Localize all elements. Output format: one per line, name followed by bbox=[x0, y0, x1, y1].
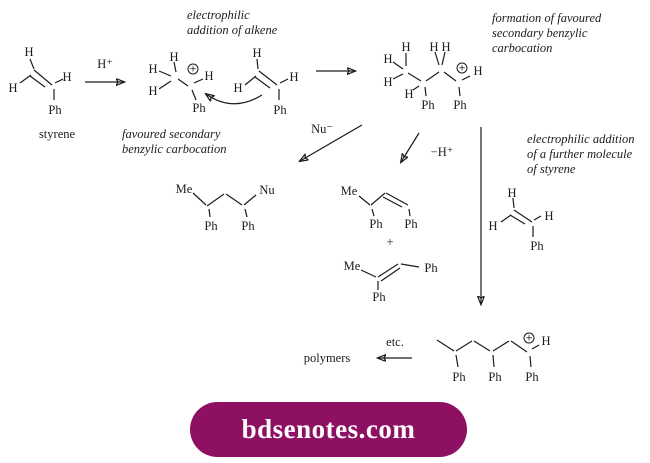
styrene-3-bonds bbox=[500, 197, 542, 237]
annotation-further-styrene: electrophilic addition of a further mole… bbox=[527, 132, 635, 177]
atom-label-h: H bbox=[488, 219, 498, 233]
atom-label-ph: Ph bbox=[453, 98, 467, 112]
atom-label-h: H bbox=[289, 70, 299, 84]
annotation-line: benzylic carbocation bbox=[122, 142, 227, 156]
atom-label-h: H bbox=[169, 50, 179, 64]
plus-charge-icon: + bbox=[187, 63, 199, 75]
atom-label-ph: Ph bbox=[530, 239, 544, 253]
annotation-line: carbocation bbox=[492, 41, 553, 55]
atom-label-ph: Ph bbox=[241, 219, 255, 233]
atom-label-ph: Ph bbox=[372, 290, 386, 304]
atom-label-h: H bbox=[8, 81, 18, 95]
atom-label-me: Me bbox=[343, 259, 361, 273]
atom-label-ph: Ph bbox=[452, 370, 466, 384]
annotation-line: secondary benzylic bbox=[492, 26, 588, 40]
h-plus-reagent: H⁺ bbox=[97, 57, 113, 71]
product-trans-alkene-bonds bbox=[360, 263, 420, 290]
plus-sign: + bbox=[386, 235, 394, 249]
atom-label-ph: Ph bbox=[192, 101, 206, 115]
atom-label-h: H bbox=[233, 81, 243, 95]
atom-label-h: H bbox=[507, 186, 517, 200]
nu-minus-reagent: Nu⁻ bbox=[311, 122, 333, 136]
annotation-line: of styrene bbox=[527, 162, 576, 176]
atom-label-me: Me bbox=[340, 184, 358, 198]
atom-label-h: H bbox=[441, 40, 451, 54]
annotation-line: addition of alkene bbox=[187, 23, 278, 37]
annotation-favoured: favoured secondary benzylic carbocation bbox=[122, 127, 227, 157]
carbocation-1-bonds bbox=[158, 61, 204, 101]
annotation-line: electrophilic addition bbox=[527, 132, 635, 146]
atom-label-ph: Ph bbox=[369, 217, 383, 231]
minus-h-plus-reagent: −H⁺ bbox=[430, 145, 454, 159]
atom-label-h: H bbox=[401, 40, 411, 54]
styrene-1-bonds bbox=[19, 58, 64, 100]
watermark-banner[interactable]: bdsenotes.com bbox=[190, 402, 467, 457]
atom-label-h: H bbox=[541, 334, 551, 348]
atom-label-h: H bbox=[383, 52, 393, 66]
atom-label-h: H bbox=[404, 87, 414, 101]
annotation-line: of a further molecule bbox=[527, 147, 633, 161]
annotation-line: electrophilic bbox=[187, 8, 250, 22]
atom-label-ph: Ph bbox=[421, 98, 435, 112]
atom-label-ph: Ph bbox=[48, 103, 62, 117]
atom-label-h: H bbox=[544, 209, 554, 223]
atom-label-h: H bbox=[24, 45, 34, 59]
styrene-2-bonds bbox=[244, 58, 289, 100]
atom-label-ph: Ph bbox=[204, 219, 218, 233]
carbocation-2-bonds bbox=[392, 51, 471, 97]
plus-charge-icon: + bbox=[456, 62, 468, 74]
nucleophilic-attack-curved-arrow bbox=[206, 94, 263, 105]
atom-label-h: H bbox=[148, 84, 158, 98]
product-cis-alkene-bonds bbox=[358, 192, 411, 217]
atom-label-ph: Ph bbox=[404, 217, 418, 231]
polymers-caption: polymers bbox=[303, 351, 351, 365]
annotation-electrophilic-addition: electrophilic addition of alkene bbox=[187, 8, 277, 38]
plus-charge-icon: + bbox=[523, 332, 535, 344]
proton-elimination-arrow bbox=[401, 132, 420, 162]
atom-label-h: H bbox=[62, 70, 72, 84]
styrene-caption: styrene bbox=[38, 127, 76, 141]
atom-label-h: H bbox=[429, 40, 439, 54]
annotation-line: favoured secondary bbox=[122, 127, 221, 141]
nu-capture-arrow bbox=[300, 124, 363, 161]
watermark-text: bdsenotes.com bbox=[241, 414, 416, 444]
atom-label-h: H bbox=[204, 69, 214, 83]
atom-label-me: Me bbox=[175, 182, 193, 196]
etc-caption: etc. bbox=[386, 335, 404, 349]
annotation-formation: formation of favoured secondary benzylic… bbox=[492, 11, 601, 56]
atom-label-ph: Ph bbox=[525, 370, 539, 384]
atom-label-h: H bbox=[473, 64, 483, 78]
atom-label-ph: Ph bbox=[424, 261, 438, 275]
atom-label-nu: Nu bbox=[259, 183, 275, 197]
final-carbocation-bonds bbox=[436, 339, 540, 368]
atom-label-ph: Ph bbox=[273, 103, 287, 117]
atom-label-h: H bbox=[148, 62, 158, 76]
product-nu-bonds bbox=[192, 192, 257, 218]
atom-label-h: H bbox=[252, 46, 262, 60]
atom-label-ph: Ph bbox=[488, 370, 502, 384]
atom-label-h: H bbox=[383, 75, 393, 89]
annotation-line: formation of favoured bbox=[492, 11, 602, 25]
